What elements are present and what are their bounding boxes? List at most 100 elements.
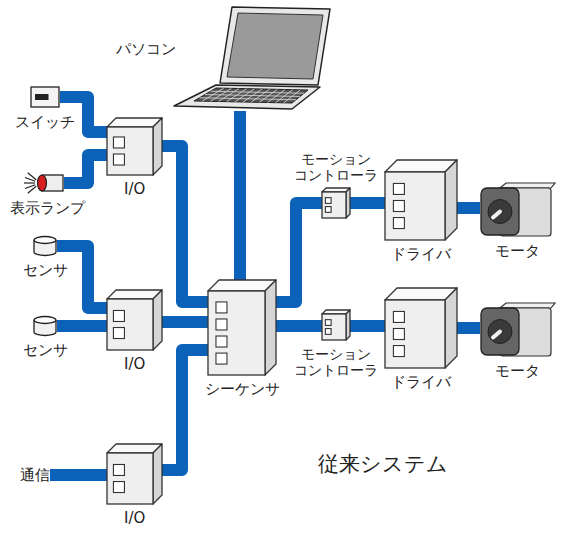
comm-node: 通信 [20, 466, 50, 484]
panel-square [113, 137, 124, 148]
toggle [35, 94, 49, 100]
icon-part [107, 453, 153, 504]
sequencer-box: シーケンサ [208, 280, 276, 375]
motor-face [481, 188, 519, 235]
cable-connector [457, 322, 480, 334]
key-column [268, 90, 286, 103]
driver-box-drawing [385, 160, 457, 240]
node-label: 通信 [20, 466, 50, 484]
key-column [227, 89, 247, 102]
motor-shaft [493, 332, 500, 338]
laptop-icon-drawing [172, 5, 332, 111]
lamp-lens [38, 175, 47, 191]
io-box-drawing [107, 290, 162, 350]
panel-square [113, 328, 124, 339]
panel-square [393, 329, 404, 340]
cable-connector [162, 350, 208, 470]
node-label: モータ [495, 243, 540, 260]
cable-connector [50, 469, 107, 481]
sensor-icon: センサ [33, 236, 57, 256]
icon-part [445, 160, 457, 240]
sensor-icon: センサ [33, 316, 57, 336]
switch-icon: スイッチ [30, 86, 60, 108]
panel-square [393, 183, 404, 194]
icon-part [153, 118, 162, 175]
node-label: シーケンサ [205, 381, 280, 398]
icon-part [220, 7, 330, 85]
icon-part [500, 303, 555, 308]
panel-square [393, 201, 404, 212]
icon-part [322, 192, 346, 218]
io-box: I/O [107, 444, 162, 504]
cable-connector [457, 202, 480, 214]
key-column [276, 90, 293, 103]
cable-connector [162, 316, 208, 328]
key-column [284, 90, 300, 103]
driver-box-drawing [385, 288, 457, 368]
node-label: I/O [124, 356, 145, 373]
icon-part [322, 314, 346, 340]
node-label: モーション コントローラ [291, 346, 381, 378]
io-box: I/O [107, 118, 162, 175]
icon-part [31, 87, 59, 107]
diagram-title: 従来システム [318, 450, 448, 478]
panel-square [113, 154, 124, 165]
node-label: I/O [124, 181, 145, 198]
node-label: I/O [124, 510, 145, 527]
key-column [259, 89, 277, 102]
sensor-icon-drawing [33, 316, 57, 336]
node-label: ドライバ [391, 246, 451, 263]
motor-face [481, 308, 519, 355]
node-label: センサ [23, 342, 68, 359]
motor-flange [488, 200, 512, 224]
panel-square [393, 218, 404, 229]
icon-part [385, 172, 445, 240]
node-label: センサ [23, 262, 68, 279]
motion-controller-box-drawing [322, 310, 350, 340]
icon-part [445, 288, 457, 368]
node-label: モーション コントローラ [291, 151, 381, 183]
motor-icon-drawing [480, 302, 555, 357]
node-label: 表示ランプ [10, 200, 85, 217]
cable-connector [162, 146, 208, 302]
panel-square [216, 336, 227, 347]
motion-controller-box: モーション コントローラ [322, 188, 350, 218]
panel-square [325, 198, 331, 204]
sensor-icon-drawing [33, 236, 57, 256]
panel-square [216, 353, 227, 364]
icon-part [107, 127, 153, 175]
cable-connector [64, 155, 107, 183]
lamp-icon-drawing [30, 172, 64, 194]
light-ray [24, 182, 35, 183]
panel-square [325, 207, 331, 213]
panel-square [113, 310, 124, 321]
switch-icon-drawing [30, 86, 60, 108]
icon-part [107, 299, 153, 350]
panel-square [393, 346, 404, 357]
icon-part [34, 317, 56, 324]
sequencer-box-drawing [208, 280, 276, 375]
lamp-icon: 表示ランプ [30, 172, 64, 194]
icon-part [208, 291, 265, 375]
node-label: スイッチ [15, 114, 75, 131]
icon-part [153, 290, 162, 350]
panel-square [325, 329, 331, 335]
cable-connector [276, 320, 322, 332]
keyboard-base [174, 85, 320, 109]
node-label: パソコン [116, 41, 176, 58]
cable-connector [276, 203, 322, 302]
io-box: I/O [107, 290, 162, 350]
motor-shaft [493, 212, 500, 218]
key-column [210, 88, 231, 101]
motion-controller-box-drawing [322, 188, 350, 218]
keyboard [194, 88, 308, 103]
icon-part [34, 237, 56, 244]
panel-square [113, 482, 124, 493]
motion-controller-box: モーション コントローラ [322, 310, 350, 340]
icon-part [265, 280, 276, 375]
panel-square [216, 302, 227, 313]
motor-flange [488, 320, 512, 344]
driver-box: ドライバ [385, 288, 457, 368]
motor-icon: モータ [480, 182, 555, 237]
